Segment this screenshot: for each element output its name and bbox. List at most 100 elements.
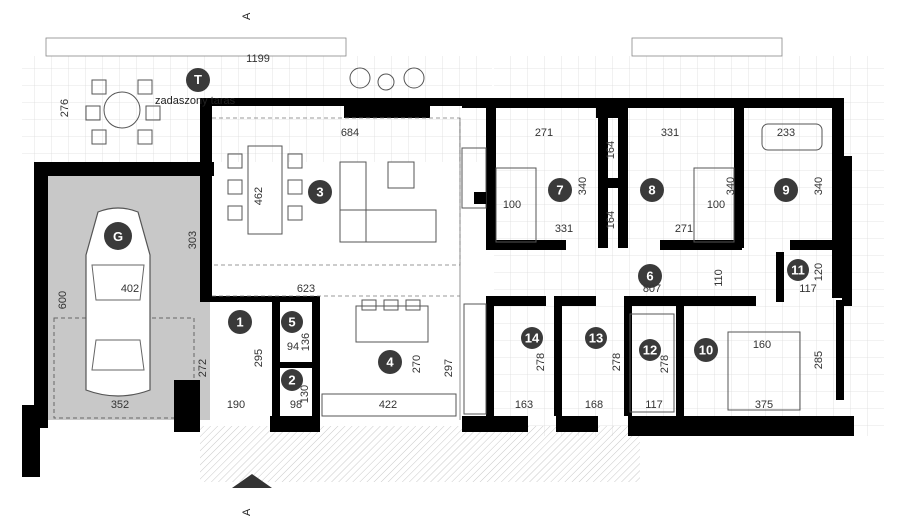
room-5-dim: 94	[287, 341, 299, 353]
room-1-dim: 295	[253, 349, 265, 367]
room-markers	[228, 178, 809, 391]
room-10-dim: 375	[755, 399, 773, 411]
room-4-dim: 270	[411, 355, 423, 373]
garage-marker	[104, 222, 132, 250]
room-4-dim: 297	[443, 359, 455, 377]
room-2-dim: 98	[290, 399, 302, 411]
partition-14-w	[486, 296, 494, 416]
partition-7-s	[486, 240, 566, 250]
terrace-table-icon	[85, 79, 161, 145]
room-10-dim: 285	[813, 351, 825, 369]
terrace-width-dim: 1199	[246, 53, 270, 65]
garage-wall-left	[34, 162, 48, 428]
entrance-arrow-icon	[232, 474, 272, 488]
room-8-dim: 271	[675, 223, 693, 235]
garage-wall-top	[34, 162, 214, 176]
partition-11	[776, 252, 784, 302]
partition-7-w	[486, 108, 496, 248]
partition-12-w	[624, 296, 632, 416]
garage-width-dim: 402	[121, 283, 139, 295]
section-mark-bottom: A	[241, 508, 253, 516]
room-7-dim: 331	[555, 223, 573, 235]
room-3-dim: 684	[341, 127, 359, 139]
room-6-dim: 807	[643, 283, 661, 295]
chimney-block	[344, 98, 430, 118]
room-marker-6: 6	[646, 269, 653, 284]
bathtub	[761, 123, 823, 151]
garage-marker-label: G	[113, 229, 123, 244]
wall-south-laundry	[556, 416, 598, 432]
garage-depth-dim: 600	[57, 291, 69, 309]
terrace-marker-label: T	[194, 72, 202, 87]
room-3-dim: 462	[253, 187, 265, 205]
kitchen-island	[355, 299, 429, 343]
room-2-dim: 130	[299, 385, 311, 403]
terrace-marker	[186, 68, 210, 92]
room-3-dim: 623	[297, 283, 315, 295]
room-5-dim: 136	[300, 333, 312, 351]
room-14-dim: 278	[535, 353, 547, 371]
partition-9-s	[790, 240, 840, 250]
terrace-label: zadaszony taras	[155, 95, 236, 107]
fireplace	[461, 147, 487, 209]
sofa-icon	[339, 161, 437, 243]
room-14-dim: 163	[515, 399, 533, 411]
room-marker-7: 7	[556, 183, 563, 198]
partition-13-w	[554, 296, 562, 416]
garage-pillar	[22, 405, 40, 477]
bed-room7	[495, 167, 537, 243]
pergola-right	[631, 37, 783, 57]
partition-1-e	[272, 300, 280, 420]
room-12-dim: 117	[645, 399, 663, 411]
room-11-dim: 117	[799, 283, 817, 295]
terrace-depth-dim: 276	[59, 99, 71, 117]
room-12-dim: 278	[659, 355, 671, 373]
car-icon	[85, 207, 151, 397]
partition-corr-s3	[626, 296, 756, 306]
wall-south-wc	[270, 416, 320, 432]
wall-east-lower	[836, 300, 844, 400]
room-marker-9: 9	[782, 183, 789, 198]
partition-8-9	[734, 108, 744, 248]
flue	[474, 192, 486, 204]
wall-south-bath	[462, 416, 528, 432]
room-marker-5: 5	[288, 315, 295, 330]
room-marker-4: 4	[386, 355, 394, 370]
room-10-dim: 160	[753, 339, 771, 351]
room-marker-1: 1	[236, 315, 243, 330]
room-8-dim: 164	[605, 211, 617, 229]
room-marker-11: 11	[791, 263, 805, 278]
room-13-dim: 278	[611, 353, 623, 371]
room-marker-13: 13	[589, 331, 603, 346]
room-8-dim: 331	[661, 127, 679, 139]
fridge-unit	[463, 303, 487, 415]
room-7-dim: 340	[577, 177, 589, 195]
section-mark-top: A	[241, 12, 253, 20]
room-marker-3: 3	[316, 185, 323, 200]
wall-north-bedrooms	[486, 98, 842, 108]
room-9-dim: 340	[813, 177, 825, 195]
room-1-dim: 272	[197, 359, 209, 377]
partition-2-5	[272, 362, 318, 368]
garage-gate-dim: 352	[111, 399, 129, 411]
room-marker-10: 10	[699, 343, 713, 358]
closet-divider	[598, 178, 628, 188]
bed-room8	[693, 167, 735, 243]
partition-8-s	[660, 240, 742, 250]
room-11-dim: 120	[813, 263, 825, 281]
room-6-dim: 110	[713, 269, 725, 287]
room-4-dim: 422	[379, 399, 397, 411]
wall-corner	[462, 98, 488, 108]
room-1-dim: 190	[227, 399, 245, 411]
room-marker-14: 14	[525, 331, 540, 346]
room-7-dim: 271	[535, 127, 553, 139]
front-porch	[200, 426, 640, 482]
living-zone	[212, 117, 461, 266]
room-marker-2: 2	[288, 373, 295, 388]
partition-12-e	[676, 296, 684, 416]
room-8-dim: 340	[725, 177, 737, 195]
partition-hall-n	[200, 296, 320, 302]
room-7-dim: 100	[503, 199, 521, 211]
